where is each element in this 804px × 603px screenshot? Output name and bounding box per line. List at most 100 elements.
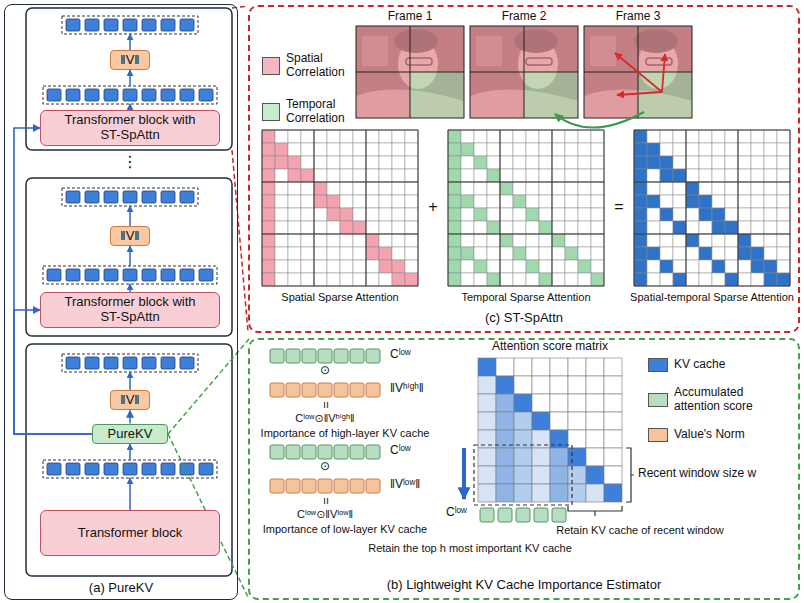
spatial-arrow: [615, 53, 662, 92]
mask-cell: [673, 260, 686, 273]
mask-cell: [288, 247, 301, 260]
score-cell: [514, 376, 532, 394]
mask-cell: [461, 182, 474, 195]
mask-cell: [448, 182, 461, 195]
score-cell: [550, 466, 568, 484]
mask-cell: [301, 247, 314, 260]
mask-cell: [379, 143, 392, 156]
mask-cell: [448, 130, 461, 143]
mask-cell: [288, 169, 301, 182]
mask-cell: [526, 169, 539, 182]
mask-cell: [288, 273, 301, 286]
math-label: ‖Vʰⁱᵍʰ‖: [390, 382, 424, 396]
video-frame: [470, 26, 578, 118]
mask-cell: [539, 182, 552, 195]
score-cell: [532, 466, 550, 484]
note-text: Importance of low-layer KV cache: [263, 523, 427, 536]
score-cell: [586, 484, 604, 502]
mask-cell: [712, 143, 725, 156]
score-cell: [568, 484, 586, 502]
mask-cell: [379, 169, 392, 182]
mask-cell: [392, 195, 405, 208]
mask-cell: [366, 143, 379, 156]
score-cell: [514, 484, 532, 502]
mask-cell: [647, 247, 660, 260]
mask-cell: [751, 143, 764, 156]
panel-caption: (a) PureKV: [5, 581, 237, 596]
mask-cell: [314, 208, 327, 221]
token-cell: [199, 269, 213, 281]
token-cell: [161, 463, 175, 475]
score-cell: [550, 358, 568, 376]
mask-cell: [686, 182, 699, 195]
mask-cell: [487, 273, 500, 286]
mask-cell: [578, 247, 591, 260]
mask-cell: [777, 169, 790, 182]
legend-swatch: [262, 103, 280, 121]
mask-cell: [392, 208, 405, 221]
mask-cell: [301, 130, 314, 143]
mask-cell: [379, 260, 392, 273]
mask-cell: [578, 169, 591, 182]
mask-cell: [686, 247, 699, 260]
mask-cell: [366, 221, 379, 234]
video-frame: [356, 26, 464, 118]
token-cell: [161, 89, 175, 101]
mask-cell: [712, 260, 725, 273]
frame-boundary: [448, 234, 604, 235]
score-cell: [478, 448, 496, 466]
mask-cell: [500, 208, 513, 221]
mask-cell: [474, 182, 487, 195]
mask-cell: [660, 143, 673, 156]
mask-cell: [777, 234, 790, 247]
score-cell: [478, 358, 496, 376]
mask-cell: [634, 260, 647, 273]
mask-cell: [314, 247, 327, 260]
mask-cell: [565, 260, 578, 273]
mask-cell: [565, 156, 578, 169]
mask-cell: [647, 195, 660, 208]
mask-cell: [699, 234, 712, 247]
note-text: Retain the top h most important KV cache: [368, 542, 572, 555]
mask-cell: [738, 208, 751, 221]
mask-cell: [474, 221, 487, 234]
mask-cell: [634, 182, 647, 195]
mask-cell: [340, 182, 353, 195]
frame-boundary: [262, 182, 418, 183]
mask-cell: [526, 156, 539, 169]
mask-cell: [647, 130, 660, 143]
mask-cell: [738, 156, 751, 169]
token-cell: [104, 269, 118, 281]
token-cell: [161, 269, 175, 281]
score-cell: [478, 430, 496, 448]
mask-cell: [725, 260, 738, 273]
score-cell: [498, 508, 512, 522]
frame-label: Frame 3: [616, 10, 661, 24]
mask-cell: [647, 221, 660, 234]
mask-cell: [764, 130, 777, 143]
zoom-leader: [168, 339, 249, 434]
matrix-label: Spatial-temporal Sparse Attention: [630, 291, 794, 304]
mask-cell: [539, 169, 552, 182]
score-cell: [604, 430, 622, 448]
mask-cell: [353, 130, 366, 143]
token-cell: [47, 463, 61, 475]
mask-cell: [448, 234, 461, 247]
mask-cell: [777, 260, 790, 273]
score-cell: [302, 349, 316, 363]
mask-cell: [699, 143, 712, 156]
mask-cell: [366, 169, 379, 182]
mask-cell: [552, 169, 565, 182]
token-cell: [123, 89, 137, 101]
mask-cell: [474, 273, 487, 286]
mask-cell: [379, 234, 392, 247]
token-cell: [180, 89, 194, 101]
mask-cell: [487, 247, 500, 260]
mask-cell: [366, 208, 379, 221]
mask-cell: [340, 208, 353, 221]
transformer-block: Transformer block with ST-SpAttn: [40, 292, 220, 328]
mask-cell: [405, 260, 418, 273]
mask-cell: [565, 182, 578, 195]
mask-cell: [764, 156, 777, 169]
frame-border: [584, 26, 692, 118]
